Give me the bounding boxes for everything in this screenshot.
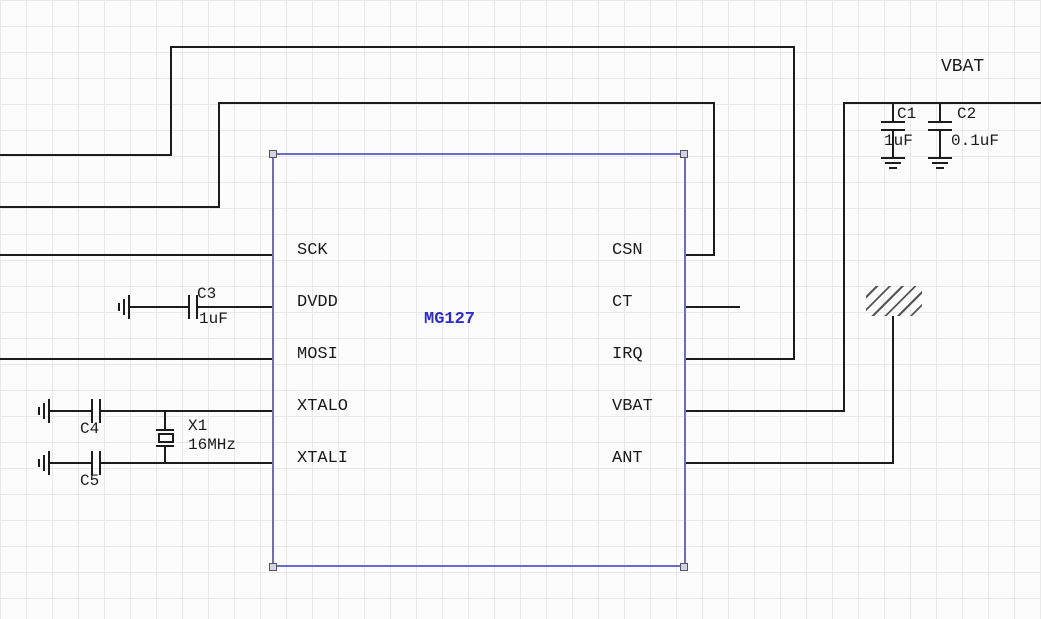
wire-v-csn[interactable] [713,102,715,256]
capacitor-c3-plate[interactable] [196,295,198,319]
ground-symbol-c3[interactable] [118,303,120,311]
ic-mg127-body[interactable] [272,153,686,567]
ground-symbol-c3[interactable] [123,299,125,315]
component-ref: X1 [188,417,208,435]
capacitor-c3-plate[interactable] [188,295,190,319]
ic-name-label: MG127 [424,310,476,329]
ground-symbol-c4[interactable] [43,403,45,419]
capacitor-c2-lead[interactable] [939,130,941,158]
wire-c4-ground-lead[interactable] [50,410,92,412]
capacitor-c1-plate[interactable] [881,121,905,123]
capacitor-c4-plate[interactable] [99,399,101,423]
wire-ct-stub[interactable] [686,306,740,308]
selection-handle[interactable] [269,150,277,158]
wire-csn[interactable] [686,254,715,256]
component-ref: C1 [897,105,917,123]
crystal-x1-plate[interactable] [156,445,174,447]
component-ref: C5 [80,472,100,490]
pin-label-ant: ANT [612,449,643,468]
capacitor-c5-plate[interactable] [91,451,93,475]
component-ref: C4 [80,420,100,438]
ground-symbol-c3[interactable] [128,295,130,319]
capacitor-c1-lead[interactable] [892,102,894,122]
pin-label-dvdd: DVDD [297,293,338,312]
ground-symbol-c1[interactable] [885,162,901,164]
wire-mosi[interactable] [0,358,272,360]
wire-left-stub-2[interactable] [0,206,220,208]
wire-xtal-branch-bottom[interactable] [164,447,166,464]
ground-symbol-c2[interactable] [932,162,948,164]
wire-irq[interactable] [686,358,795,360]
ground-symbol-c1[interactable] [881,157,905,159]
wire-v-irq[interactable] [793,46,795,360]
wire-xtali[interactable] [101,462,272,464]
component-ref: C3 [197,285,217,303]
wire-left-stub-1[interactable] [0,154,170,156]
wire-top-rail[interactable] [170,46,795,48]
pin-label-ct: CT [612,293,633,312]
capacitor-c2-lead[interactable] [939,102,941,122]
ground-symbol-c5[interactable] [48,451,50,475]
capacitor-c5-plate[interactable] [99,451,101,475]
pin-label-vbat: VBAT [612,397,653,416]
wire-v-stub2[interactable] [218,102,220,208]
ground-symbol-c2[interactable] [936,167,944,169]
wire-v-stub1[interactable] [170,46,172,156]
component-value: 16MHz [188,436,237,454]
selection-handle[interactable] [680,563,688,571]
pin-label-csn: CSN [612,241,643,260]
wire-sck[interactable] [0,254,272,256]
wire-c3-ground-lead[interactable] [130,306,189,308]
wire-xtal-branch-top[interactable] [164,410,166,429]
wire-second-rail[interactable] [218,102,715,104]
component-value: 0.1uF [951,132,1000,150]
wire-c5-ground-lead[interactable] [50,462,92,464]
pin-label-xtalo: XTALO [297,397,349,416]
crystal-x1-body[interactable] [158,433,174,443]
ground-symbol-c2[interactable] [928,157,952,159]
net-label-vbat: VBAT [941,57,985,77]
capacitor-c4-plate[interactable] [91,399,93,423]
ground-symbol-c1[interactable] [889,167,897,169]
pin-label-mosi: MOSI [297,345,338,364]
ground-symbol-c5[interactable] [38,459,40,467]
wire-v-vbat[interactable] [843,102,845,412]
selection-handle[interactable] [680,150,688,158]
ground-symbol-c4[interactable] [48,399,50,423]
component-ref: C2 [957,105,977,123]
capacitor-c1-lead[interactable] [892,130,894,158]
component-value: 1uF [884,132,913,150]
wire-vbat-rail[interactable] [843,102,1041,104]
pin-label-sck: SCK [297,241,328,260]
wire-dvdd[interactable] [198,306,272,308]
selection-handle[interactable] [269,563,277,571]
wire-vbat-pin[interactable] [686,410,845,412]
component-value: 1uF [199,310,228,328]
pin-label-xtali: XTALI [297,449,349,468]
crystal-x1-plate[interactable] [156,429,174,431]
hatch-symbol[interactable] [866,286,922,316]
wire-xtalo[interactable] [101,410,272,412]
capacitor-c2-plate[interactable] [928,121,952,123]
ground-symbol-c4[interactable] [38,407,40,415]
ground-symbol-c5[interactable] [43,455,45,471]
wire-ant[interactable] [686,462,894,464]
pin-label-irq: IRQ [612,345,643,364]
wire-v-ant[interactable] [892,316,894,464]
